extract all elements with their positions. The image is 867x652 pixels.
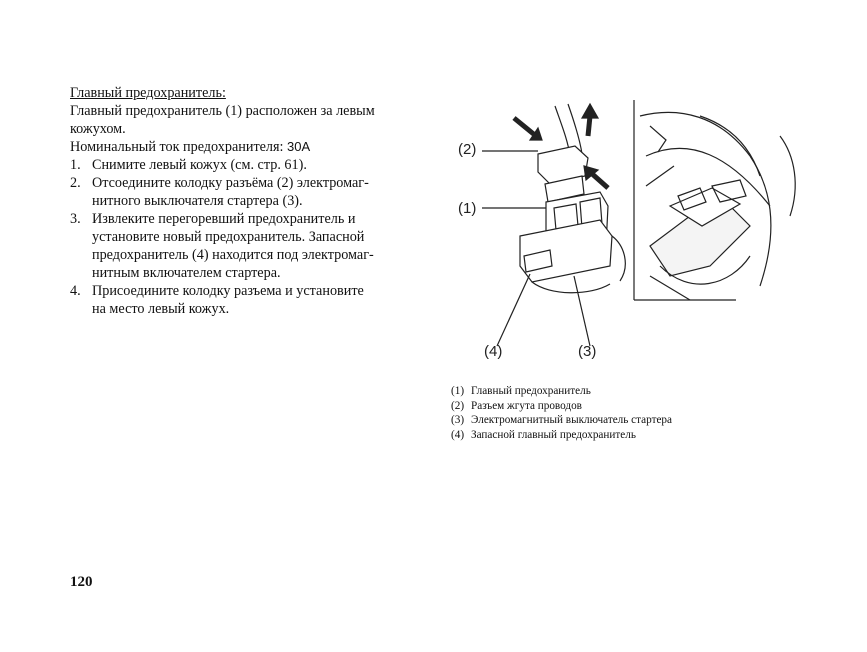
- legend-number: (3): [451, 414, 465, 427]
- legend-text: Разъем жгута проводов: [471, 399, 582, 412]
- instructions-column: Главный предохранитель: Главный предохра…: [70, 84, 430, 318]
- legend-text: Главный предохранитель: [471, 385, 591, 397]
- legend-item: (4) Запасной главный предохранитель: [451, 428, 672, 443]
- steps-list: 1. Снимите левый кожух (см. стр. 61). 2.…: [70, 156, 430, 318]
- step-2: 2. Отсоедините колодку разъёма (2) элект…: [70, 174, 430, 210]
- step-4: 4. Присоедините колодку разъема и устано…: [70, 282, 430, 318]
- page-number: 120: [70, 574, 93, 590]
- legend-item: (1) Главный предохранитель: [451, 384, 672, 399]
- step-number: 1.: [70, 157, 81, 173]
- callout-1: (1): [458, 200, 477, 217]
- legend-number: (4): [451, 428, 465, 441]
- step-number: 3.: [70, 211, 81, 227]
- legend-text: Запасной главный предохранитель: [471, 428, 636, 441]
- fuse-rating-value: 30А: [287, 139, 311, 154]
- legend-number: (2): [451, 399, 465, 412]
- step-line: Присоедините колодку разъема и установит…: [92, 283, 364, 299]
- step-number: 4.: [70, 283, 81, 299]
- section-heading: Главный предохранитель:: [70, 85, 226, 101]
- step-line: Отсоедините колодку разъёма (2) электром…: [92, 175, 369, 191]
- fuse-illustration: [482, 100, 796, 347]
- legend-item: (3) Электромагнитный выключатель стартера: [451, 413, 672, 428]
- intro-line-2: кожухом.: [70, 121, 126, 137]
- fuse-rating-label: Номинальный ток предохранителя:: [70, 139, 284, 155]
- step-3: 3. Извлеките перегоревший предохранитель…: [70, 210, 430, 282]
- step-line: нитным включателем стартера.: [92, 265, 281, 281]
- step-line: Извлеките перегоревший предохранитель и: [92, 211, 356, 227]
- step-line: установите новый предохранитель. Запасно…: [92, 229, 365, 245]
- step-line: предохранитель (4) находится под электро…: [92, 247, 374, 263]
- step-line: нитного выключателя стартера (3).: [92, 193, 303, 209]
- callout-2: (2): [458, 141, 477, 158]
- step-1: 1. Снимите левый кожух (см. стр. 61).: [70, 156, 430, 174]
- step-line: на место левый кожух.: [92, 301, 230, 317]
- figure-legend: (1) Главный предохранитель (2) Разъем жгут…: [451, 384, 672, 442]
- legend-item: (2) Разъем жгута проводов: [451, 399, 672, 414]
- callout-3: (3): [578, 343, 597, 360]
- fuse-rating: Номинальный ток предохранителя: 30А: [70, 138, 430, 156]
- callout-4: (4): [484, 343, 503, 360]
- intro-line-1: Главный предохранитель (1) расположен за…: [70, 103, 375, 119]
- legend-text: Электромагнитный выключатель стартера: [471, 414, 672, 427]
- fuse-location-figure: (2) (1) (4) (3): [450, 96, 860, 376]
- step-number: 2.: [70, 175, 81, 191]
- legend-number: (1): [451, 385, 465, 397]
- step-line: Снимите левый кожух (см. стр. 61).: [92, 157, 307, 173]
